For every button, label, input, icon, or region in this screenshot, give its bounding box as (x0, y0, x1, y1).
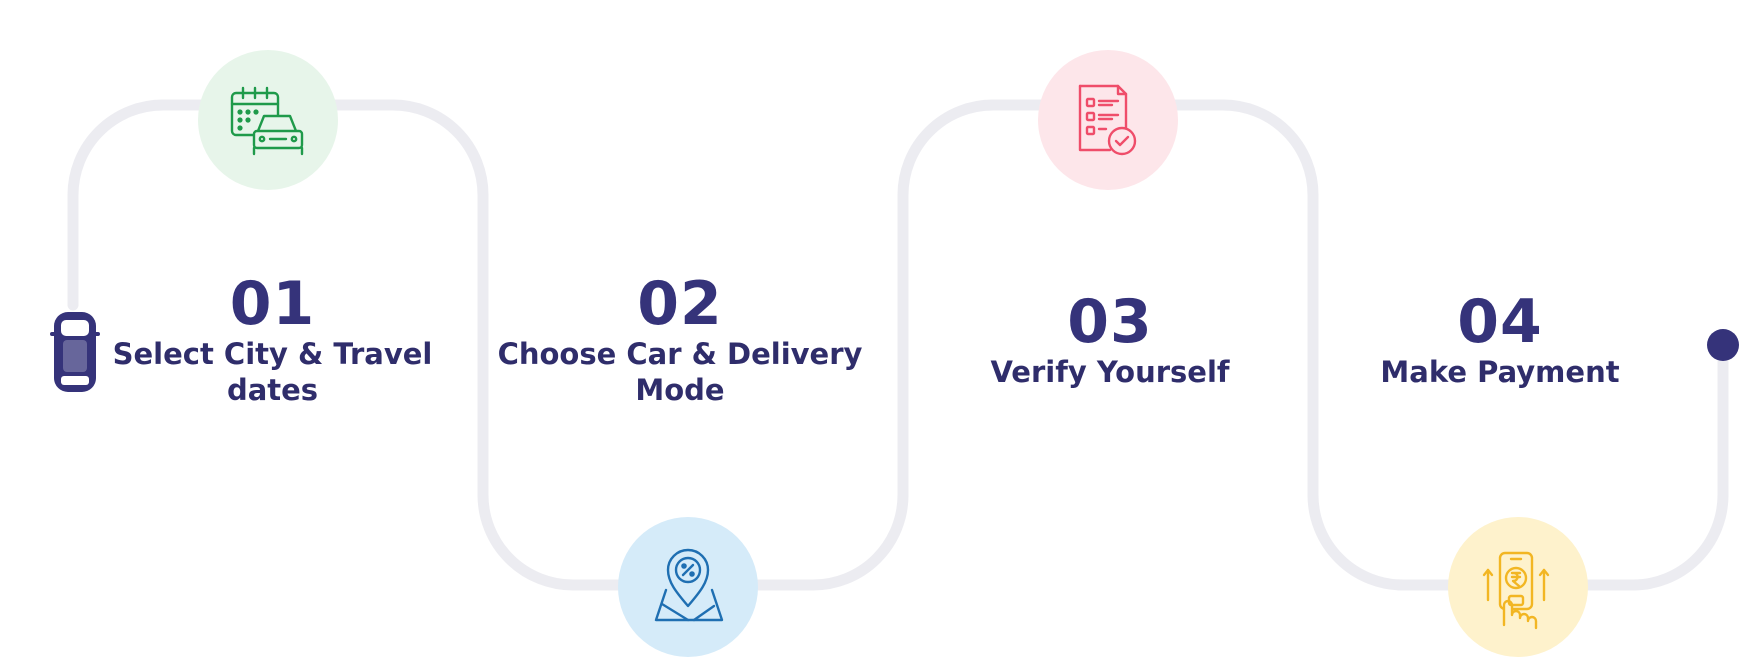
step-4: 04 Make Payment (1360, 290, 1640, 390)
step-2-number: 02 (637, 269, 723, 339)
step-2-icon-badge (618, 517, 758, 657)
step-1: 01 Select City & Travel dates (105, 272, 440, 408)
location-discount-map-icon (654, 548, 724, 622)
step-4-icon-badge (1448, 517, 1588, 657)
end-dot (1707, 329, 1739, 361)
calendar-car-icon (230, 86, 304, 156)
step-3-number: 03 (1067, 287, 1153, 357)
step-4-label: Make Payment (1380, 355, 1620, 389)
step-2-label: Choose Car & Delivery Mode (497, 337, 863, 407)
step-1-icon-badge (198, 50, 338, 190)
step-3-label: Verify Yourself (990, 355, 1230, 389)
document-checklist-icon (1078, 84, 1137, 156)
step-1-number: 01 (229, 269, 316, 339)
step-1-label: Select City & Travel dates (112, 337, 433, 407)
step-4-number: 04 (1457, 287, 1543, 357)
step-2: 02 Choose Car & Delivery Mode (485, 272, 875, 408)
car-top-view-icon (50, 312, 100, 392)
mobile-rupee-payment-icon (1482, 551, 1550, 630)
step-3: 03 Verify Yourself (960, 290, 1260, 390)
route-path (67, 99, 1729, 591)
step-3-icon-badge (1038, 50, 1178, 190)
